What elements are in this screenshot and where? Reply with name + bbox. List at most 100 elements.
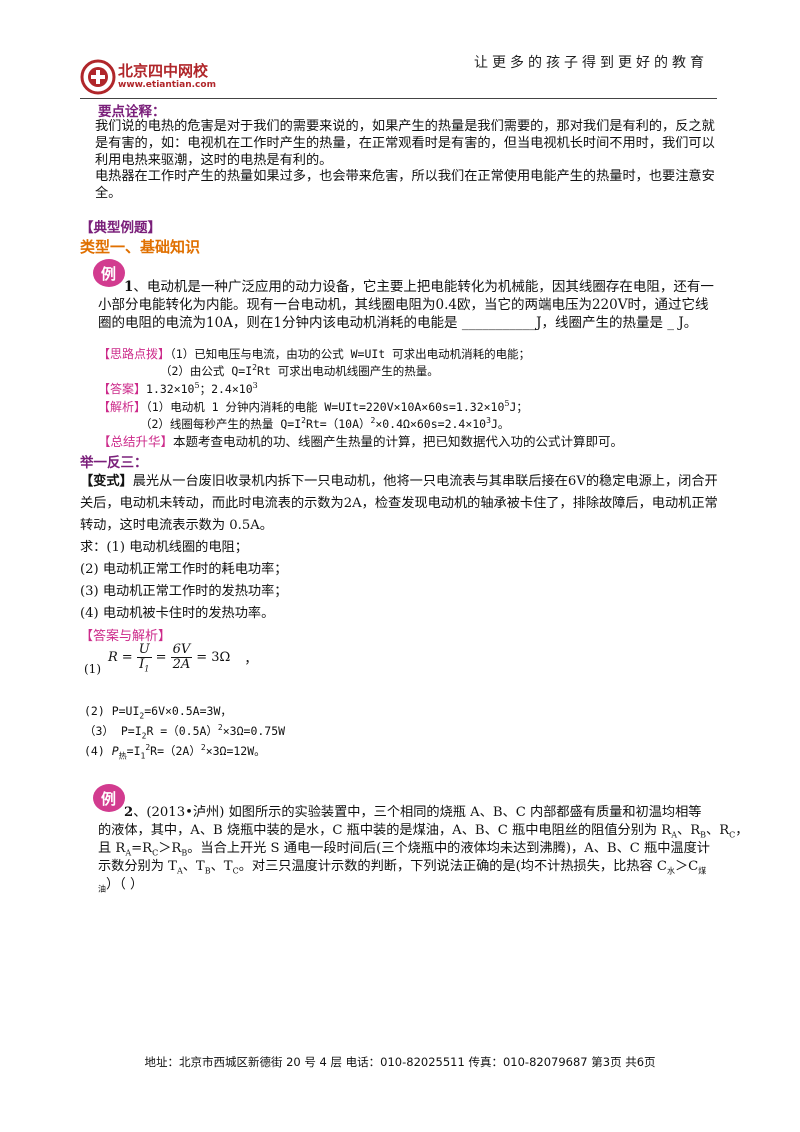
- section-title: 【典型例题】: [80, 220, 161, 236]
- variation-label: 【变式】: [80, 474, 133, 489]
- example-2-number: 2: [124, 805, 134, 820]
- formula-I: I: [139, 657, 145, 672]
- answer-exp-1: 5: [194, 381, 200, 390]
- example-2-line-4-sub-5: 煤: [698, 866, 707, 876]
- solution-3-b: R =（0.5A）: [146, 724, 218, 738]
- solution-4-sub2: 1: [140, 751, 146, 761]
- example-1-summary: 【总结升华】本题考查电动机的功、线圈产生热量的计算，把已知数据代入功的公式计算即…: [98, 433, 623, 450]
- answer-label: 【答案】: [98, 382, 147, 396]
- example-2-line-3-c: ＞R: [158, 841, 182, 856]
- analysis-line-1-a: （1）电动机 1 分钟内消耗的电能 W=UIt=220V×10A×60s=1.3…: [146, 400, 505, 414]
- solution-3-exp: 2: [217, 723, 223, 733]
- example-2-line-1: 、(2013•泸州) 如图所示的实验装置中，三个相同的烧瓶 A、B、C 内部都盛…: [133, 805, 702, 820]
- formula-frac-1-den: I1: [139, 657, 150, 674]
- example-badge-2-label: 例: [101, 790, 117, 808]
- analysis-line-2-a: （2）线圈每秒产生的热量 Q=I: [140, 417, 302, 431]
- example-1-number: 1: [124, 279, 134, 295]
- example-2-line-5-sub: 油: [98, 884, 106, 894]
- variation-q3: (3) 电动机正常工作时的发热功率；: [80, 584, 288, 599]
- notes-paragraph-2: 电热器在工作时产生的热量如果过多，也会带来危害，所以我们在正常使用电能产生的热量…: [95, 169, 715, 201]
- analysis-line-2-exp3: 3: [486, 416, 491, 426]
- variation-question: 【变式】晨光从一台废旧收录机内拆下一只电动机，他将一只电流表与其串联后接在6V的…: [80, 471, 720, 537]
- example-2-line-4-sub-2: B: [204, 866, 211, 876]
- analysis-line-2-exp2: 2: [370, 416, 376, 426]
- analysis-line-1-b: J；: [509, 400, 528, 414]
- example-2-line-2-sub-1: A: [671, 830, 678, 840]
- formula-I-sub: 1: [144, 664, 150, 674]
- example-2-line-3-d: 。当合上开光 S 通电一段时间后(三个烧瓶中的液体均未达到沸腾)，A、B、C 瓶…: [187, 841, 710, 856]
- notes-paragraph-1: 我们说的电热的危害是对于我们的需要来说的，如果产生的热量是我们需要的，那对我们是…: [95, 119, 715, 168]
- formula-eq-1: =: [121, 650, 133, 665]
- solution-2: (2) P=UI2=6V×0.5A=3W，: [84, 701, 232, 721]
- solution-4-sub: 热: [118, 751, 127, 761]
- analysis-label: 【解析】: [98, 400, 147, 414]
- example-2-line-4-d: 。对三只温度计示数的判断，下列说法正确的是(均不计热损失，比热容 C: [238, 859, 667, 874]
- answer-exp-2: 3: [252, 381, 258, 390]
- variation-q2: (2) 电动机正常工作时的耗电功率；: [80, 562, 288, 577]
- example-2-line-4-sub-4: 水: [666, 866, 675, 876]
- example-1-blank-2: _: [667, 315, 675, 331]
- school-logo: [80, 58, 230, 98]
- example-1-hint: 【思路点拨】（1）已知电压与电流，由功的公式 W=UIt 可求出电动机消耗的电能…: [98, 346, 530, 363]
- example-2-line-3-a: 且 R: [98, 841, 126, 856]
- example-2-line-3-sub-3: B: [181, 848, 188, 858]
- analysis-line-2-c: ×0.4Ω×60s=2.4×10: [375, 417, 487, 431]
- example-1-text: 、电动机是一种广泛应用的动力设备，它主要上把电能转化为机械能，因其线圈存在电阻，…: [98, 279, 714, 331]
- formula-frac-2-den: 2A: [172, 657, 191, 672]
- variation-text: 晨光从一台废旧收录机内拆下一只电动机，他将一只电流表与其串联后接在6V的稳定电源…: [80, 474, 718, 533]
- example-2-line-3-sub-2: C: [152, 848, 159, 858]
- solution-2-b: =6V×0.5A=3W，: [144, 704, 232, 718]
- example-2-line-3-sub-1: A: [125, 848, 132, 858]
- example-badge-2: 例: [92, 783, 126, 813]
- answer-value-b: ；2.4×10: [199, 382, 253, 396]
- solution-4: (4) P热=I12R=（2A）2×3Ω=12W。: [84, 741, 266, 761]
- example-1-mid: J，线圈产生的热量是: [536, 315, 663, 331]
- notes-title: 要点诠释：: [98, 104, 166, 120]
- hint-line-2: （2）由公式 Q=I2Rt 可求出电动机线圈产生的热量。: [160, 363, 439, 378]
- example-1-answer: 【答案】1.32×105；2.4×103: [98, 381, 258, 398]
- example-2-line-2-c: 、R: [706, 823, 730, 838]
- logo-url: www.etiantian.com: [118, 80, 216, 90]
- page-footer: 地址：北京市西城区新德街 20 号 4 层 电话：010-82025511 传真…: [144, 1055, 656, 1069]
- example-2-line-4-sub-1: A: [176, 866, 183, 876]
- variation-title: 举一反三：: [80, 455, 148, 471]
- variation-q1: 求：(1) 电动机线圈的电阻；: [80, 540, 248, 555]
- hint-line-1: （1）已知电压与电流，由功的公式 W=UIt 可求出电动机消耗的电能；: [170, 347, 531, 361]
- formula-result: = 3Ω: [196, 650, 231, 665]
- summary-text: 本题考查电动机的功、线圈产生热量的计算，把已知数据代入功的公式计算即可。: [173, 434, 624, 449]
- hint-line-2-b: Rt 可求出电动机线圈产生的热量。: [256, 364, 439, 378]
- example-2-line-4-c: 、T: [210, 859, 233, 874]
- formula-eq-2: =: [155, 650, 167, 665]
- analysis-line-2-b: Rt=（10A）: [305, 417, 371, 431]
- hint-label: 【思路点拨】: [98, 347, 171, 361]
- solution-3-a: （3） P=I: [84, 724, 142, 738]
- example-badge-1-label: 例: [101, 265, 117, 283]
- example-1-blank-1: ___________: [461, 315, 537, 331]
- example-2-line-2: 的液体，其中，A、B 烧瓶中装的是水，C 瓶中装的是煤油，A、B、C 瓶中电阻丝…: [98, 823, 672, 838]
- example-2-line-4-sub-3: C: [232, 866, 239, 876]
- formula-frac-2-num: 6V: [170, 642, 193, 658]
- example-badge-1: 例: [92, 258, 126, 288]
- analysis-line-2-d: J。: [490, 417, 510, 431]
- analysis-line-1-exp: 5: [504, 399, 510, 408]
- hint-line-2-a: （2）由公式 Q=I: [160, 364, 253, 378]
- header-divider: [80, 98, 717, 99]
- example-2-line-5: ）（ ）: [106, 877, 144, 892]
- example-2-line-2-b: 、R: [677, 823, 701, 838]
- logo-name: 北京四中网校: [118, 62, 209, 80]
- solution-4-exp: 2: [145, 743, 151, 753]
- solution-1-index: (1): [84, 662, 101, 676]
- example-2-line-3-b: =R: [131, 841, 153, 856]
- type-heading: 类型一、基础知识: [80, 238, 201, 256]
- solution-4-exp2: 2: [200, 743, 206, 753]
- formula-R: R: [108, 650, 118, 665]
- example-1-question: 1、电动机是一种广泛应用的动力设备，它主要上把电能转化为机械能，因其线圈存在电阻…: [98, 278, 720, 332]
- example-2-line-2-sub-2: B: [700, 830, 707, 840]
- solution-3-sub: 2: [141, 731, 147, 741]
- example-1-analysis: 【解析】（1）电动机 1 分钟内消耗的电能 W=UIt=220V×10A×60s…: [98, 399, 528, 416]
- example-2-line-4-b: 、T: [182, 859, 205, 874]
- header-slogan: 让更多的孩子得到更好的教育: [474, 55, 708, 71]
